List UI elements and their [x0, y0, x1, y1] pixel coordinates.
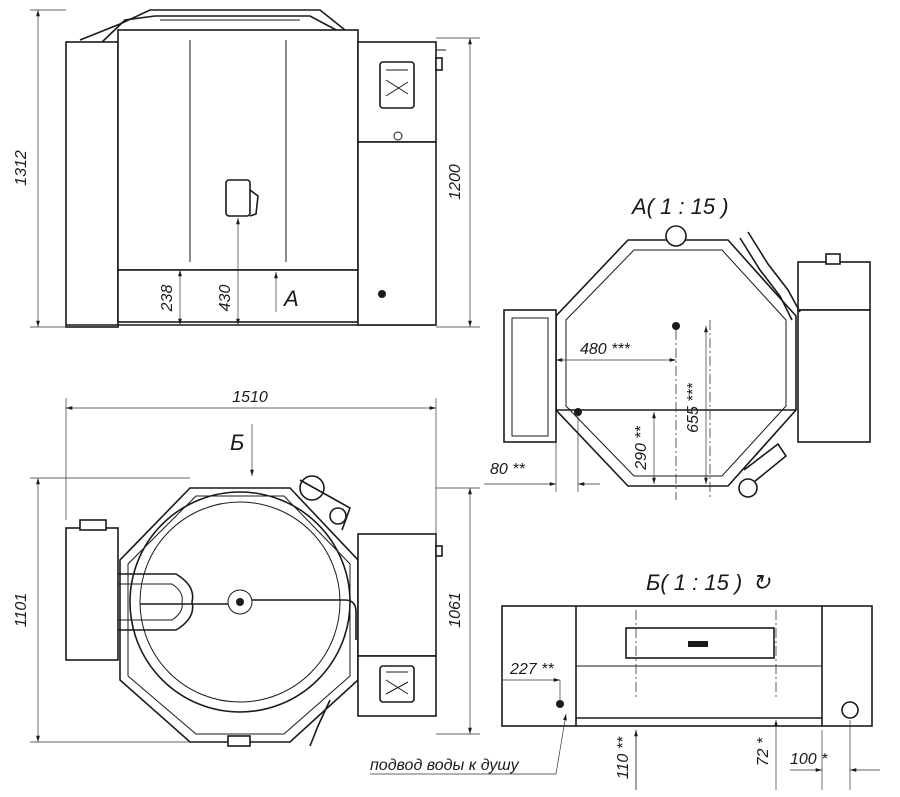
dim-110: 110 ** — [615, 736, 632, 779]
dim-290: 290 ** — [633, 425, 650, 470]
front-view — [65, 9, 446, 328]
view-a-title: А( 1 : 15 ) — [630, 194, 729, 219]
dim-1200: 1200 — [447, 164, 464, 200]
water-supply-note: подвод воды к душу — [370, 757, 520, 774]
view-b — [501, 605, 873, 727]
view-b-dimensions — [370, 678, 880, 790]
dim-80: 80 ** — [490, 461, 525, 478]
dim-1061: 1061 — [447, 592, 464, 628]
dim-480: 480 *** — [580, 341, 631, 358]
view-a-dimensions — [484, 326, 708, 492]
dim-655: 655 *** — [685, 382, 702, 433]
dimension-labels: 1312 1200 238 430 А 1510 Б 1101 1061 А( … — [13, 150, 828, 779]
view-b-title: Б( 1 : 15 ) — [646, 570, 742, 595]
front-view-dimensions — [30, 9, 480, 328]
top-view — [65, 475, 443, 747]
arrow-a-label: А — [282, 286, 299, 311]
arrow-b-label: Б — [230, 430, 244, 455]
rotate-symbol: ↻ — [752, 570, 771, 595]
view-a — [503, 225, 871, 500]
dim-1101: 1101 — [13, 593, 30, 627]
dim-1510: 1510 — [232, 389, 268, 406]
dim-100: 100 * — [790, 751, 828, 768]
dim-227: 227 ** — [509, 661, 554, 678]
dim-1312: 1312 — [13, 150, 30, 186]
dim-238: 238 — [159, 285, 176, 313]
dim-72: 72 * — [755, 737, 772, 766]
dim-430: 430 — [217, 285, 234, 312]
top-view-dimensions — [30, 398, 480, 743]
